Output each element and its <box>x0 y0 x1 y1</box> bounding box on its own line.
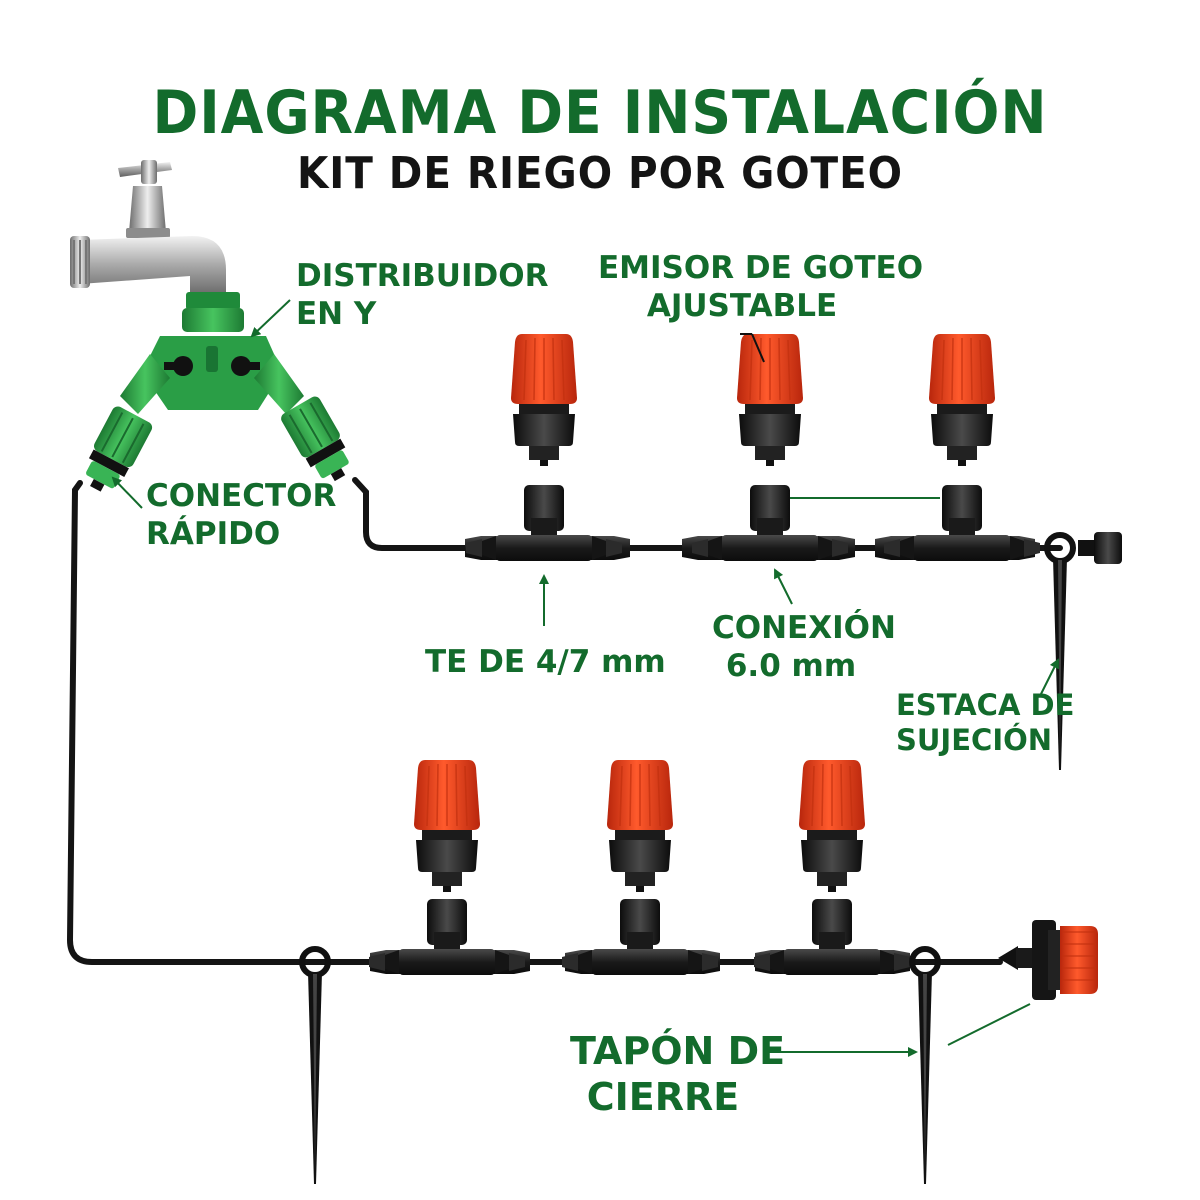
label-connector-line1: CONECTOR <box>146 478 337 514</box>
label-stake-line2: SUJECIÓN <box>896 723 1053 758</box>
end-plug-icon <box>998 920 1098 1000</box>
label-connection-line2: 6.0 mm <box>725 647 857 684</box>
quick-connector-icon <box>86 396 349 492</box>
y-splitter-icon <box>120 292 304 414</box>
label-y-splitter-line1: DISTRIBUIDOR <box>296 258 549 294</box>
label-tee-line1: TE DE 4/7 mm <box>425 644 666 680</box>
drip-tubing <box>66 477 1063 965</box>
label-dripper-line2: AJUSTABLE <box>646 287 838 324</box>
dripper-icon <box>606 759 674 893</box>
label-end-plug-line2: CIERRE <box>586 1075 740 1120</box>
label-adjustable-dripper: EMISOR DE GOTEO AJUSTABLE <box>598 250 924 326</box>
dripper-icon <box>413 759 481 893</box>
label-end-plug-line1: TAPÓN DE <box>570 1029 786 1073</box>
dripper-icon <box>736 333 804 467</box>
diagram-subtitle: KIT DE RIEGO POR GOTEO <box>296 148 903 199</box>
label-y-splitter-line2: EN Y <box>296 295 377 332</box>
label-dripper-line1: EMISOR DE GOTEO <box>598 250 924 286</box>
upper-row-fittings <box>465 333 1122 770</box>
stake-icon <box>302 949 328 1184</box>
callout-arrows <box>111 299 1059 1057</box>
label-stake: ESTACA DE SUJECIÓN <box>896 688 1075 759</box>
label-y-splitter: DISTRIBUIDOR EN Y <box>296 258 548 334</box>
dripper-icon <box>928 333 996 467</box>
label-connection-line1: CONEXIÓN <box>712 610 896 646</box>
faucet-icon <box>70 160 230 308</box>
stake-icon <box>912 949 938 1184</box>
label-stake-line1: ESTACA DE <box>896 688 1075 722</box>
label-connection: CONEXIÓN 6.0 mm <box>712 610 896 686</box>
end-plug-icon <box>1078 532 1122 564</box>
diagram-title: DIAGRAMA DE INSTALACIÓN <box>152 78 1048 148</box>
label-tee: TE DE 4/7 mm <box>425 644 666 682</box>
label-connector-line2: RÁPIDO <box>146 515 281 552</box>
dripper-icon <box>798 759 866 893</box>
dripper-icon <box>510 333 578 467</box>
label-quick-connector: CONECTOR RÁPIDO <box>146 478 336 554</box>
label-end-plug: TAPÓN DE CIERRE <box>570 1028 786 1121</box>
